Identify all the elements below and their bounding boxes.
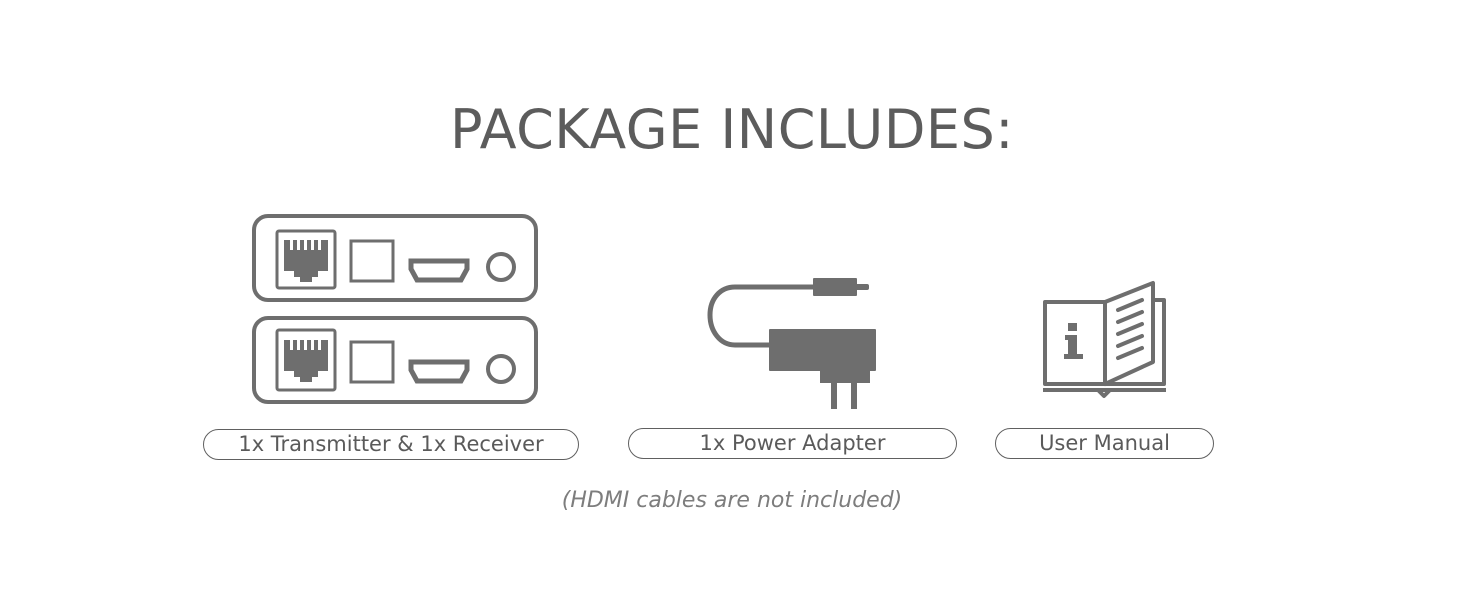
transmitter-receiver-label: 1x Transmitter & 1x Receiver: [203, 429, 579, 460]
user-manual-icon: [1043, 281, 1166, 398]
hdmi-extender-units-icon: [252, 214, 538, 404]
power-adapter-label: 1x Power Adapter: [628, 428, 957, 459]
cables-note: (HDMI cables are not included): [561, 488, 903, 513]
user-manual-label: User Manual: [995, 428, 1214, 459]
power-adapter-icon: [707, 278, 876, 409]
page-title: PACKAGE INCLUDES:: [449, 98, 1014, 161]
